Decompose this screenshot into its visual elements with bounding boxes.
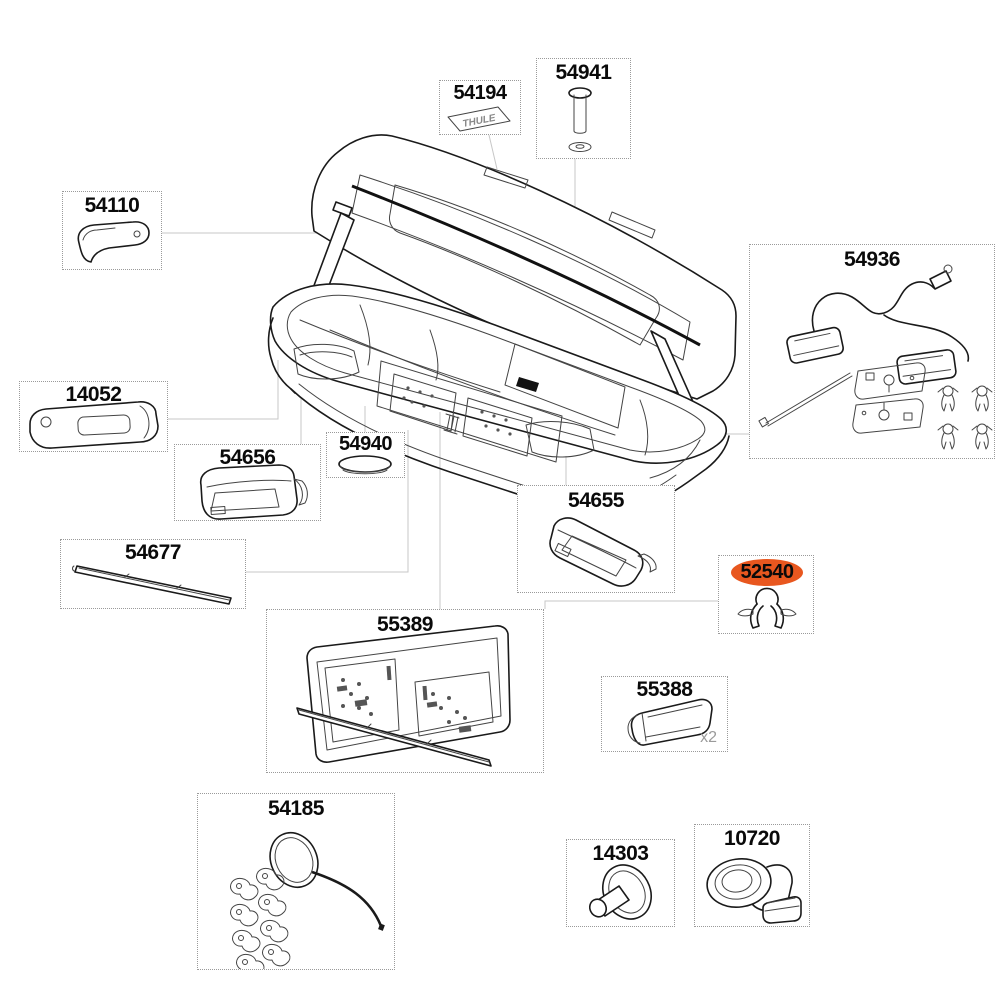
part-box-54941[interactable]: 54941	[536, 58, 631, 159]
part-art-hook-icon	[77, 221, 150, 263]
part-number-label: 54936	[844, 248, 900, 271]
part-number-label: 54656	[219, 446, 276, 469]
lock-slot	[516, 377, 539, 392]
box-lid	[311, 134, 737, 400]
part-number-label: 14303	[592, 842, 649, 865]
part-box-54110[interactable]: 54110	[62, 191, 162, 270]
part-box-14052[interactable]: 14052	[19, 381, 168, 452]
part-box-54194[interactable]: 54194 THULE	[439, 80, 521, 135]
part-box-54936[interactable]: 54936	[749, 244, 995, 459]
part-art-left-cover-icon	[199, 464, 308, 520]
part-art-grommet-icon	[588, 864, 652, 920]
part-art-cable-kit-icon	[230, 831, 385, 969]
quantity-note: x2	[700, 729, 717, 746]
part-art-bolt-icon	[568, 87, 592, 152]
part-number-label: 54677	[125, 541, 181, 564]
part-box-54677[interactable]: 54677	[60, 539, 246, 609]
part-art-strap-icon	[706, 858, 802, 924]
part-number-label: 55388	[636, 678, 693, 701]
part-art-thule-badge-icon: THULE	[447, 106, 511, 132]
part-art-right-cover-icon	[549, 517, 657, 587]
part-box-54940[interactable]: 54940	[326, 432, 405, 478]
part-art-plate-holder-icon	[296, 625, 511, 767]
part-number-label: 54110	[84, 194, 140, 217]
part-box-55389[interactable]: 55389	[266, 609, 544, 773]
highlight-ellipse: 52540	[731, 559, 803, 586]
part-box-52540[interactable]: 52540	[718, 555, 814, 634]
part-art-light-kit-icon	[758, 264, 993, 450]
leader-lines	[162, 134, 749, 609]
part-art-trim-strip-icon	[72, 565, 232, 605]
part-box-54655[interactable]: 54655	[517, 485, 675, 593]
part-box-54185[interactable]: 54185	[197, 793, 395, 970]
box-tub	[267, 283, 730, 518]
part-art-handle-plate-icon	[29, 401, 159, 449]
part-box-14303[interactable]: 14303	[566, 839, 675, 927]
part-box-55388[interactable]: 55388 x2	[601, 676, 728, 752]
part-number-label: 54185	[268, 797, 324, 820]
part-art-end-cap-icon	[627, 698, 713, 746]
part-art-push-clip-icon	[737, 587, 797, 629]
part-box-54656[interactable]: 54656	[174, 444, 321, 521]
part-number-label: 54194	[453, 82, 507, 104]
mounting-holes	[402, 386, 512, 436]
part-number-label: 14052	[65, 383, 122, 406]
part-art-oval-cap-icon	[338, 455, 392, 475]
part-box-10720[interactable]: 10720	[694, 824, 810, 927]
part-number-label: 54940	[338, 433, 393, 455]
part-number-label: 10720	[724, 827, 780, 850]
part-number-label: 52540	[740, 561, 794, 583]
part-number-label: 54941	[555, 61, 612, 84]
latch-hatch	[443, 413, 460, 435]
part-number-label: 54655	[568, 489, 624, 512]
part-number-label: 55389	[377, 613, 433, 636]
